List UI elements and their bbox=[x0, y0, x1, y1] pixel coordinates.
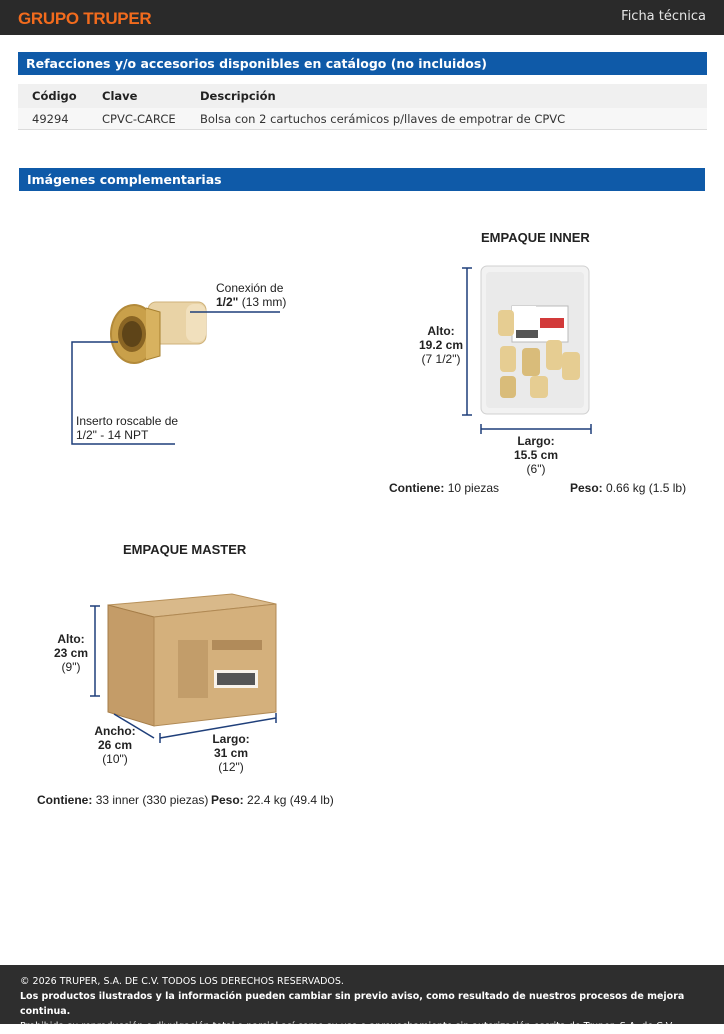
accessories-table-header: Código Clave Descripción bbox=[18, 84, 707, 108]
accessories-section-title: Refacciones y/o accesorios disponibles e… bbox=[18, 52, 707, 75]
inner-length-label: Largo: 15.5 cm (6") bbox=[513, 434, 559, 476]
master-box-illustration bbox=[107, 593, 277, 727]
disclaimer-text: Los productos ilustrados y la informació… bbox=[20, 991, 685, 1017]
images-section-title: Imágenes complementarias bbox=[19, 168, 705, 191]
page-footer: © 2026 TRUPER, S.A. DE C.V. TODOS LOS DE… bbox=[0, 965, 724, 1032]
column-header-clave: Clave bbox=[102, 89, 138, 103]
master-width-label: Ancho: 26 cm (10") bbox=[94, 724, 136, 766]
inner-height-label: Alto: 19.2 cm (7 1/2") bbox=[418, 324, 464, 366]
top-bar: GRUPO TRUPER Ficha técnica bbox=[0, 0, 724, 35]
column-header-descripcion: Descripción bbox=[200, 89, 276, 103]
master-contents: Contiene: 33 inner (330 piezas) bbox=[37, 793, 209, 807]
inner-bag-illustration bbox=[480, 265, 590, 415]
master-length-label: Largo: 31 cm (12") bbox=[212, 732, 250, 774]
connection-label: Conexión de 1/2" (13 mm) bbox=[216, 281, 287, 309]
table-row: 49294 CPVC-CARCE Bolsa con 2 cartuchos c… bbox=[18, 108, 707, 130]
inner-weight: Peso: 0.66 kg (1.5 lb) bbox=[570, 481, 687, 495]
inner-title: EMPAQUE INNER bbox=[481, 230, 590, 245]
column-header-codigo: Código bbox=[32, 89, 77, 103]
copyright-text: © 2026 TRUPER, S.A. DE C.V. TODOS LOS DE… bbox=[20, 976, 344, 987]
cell-descripcion: Bolsa con 2 cartuchos cerámicos p/llaves… bbox=[200, 112, 566, 126]
reproduction-notice: Prohibida su reproducción o divulgación … bbox=[20, 1021, 675, 1032]
cell-codigo: 49294 bbox=[32, 112, 69, 126]
master-weight: Peso: 22.4 kg (49.4 lb) bbox=[211, 793, 334, 807]
inner-contents: Contiene: 10 piezas bbox=[389, 481, 500, 495]
master-height-label: Alto: 23 cm (9") bbox=[53, 632, 89, 674]
master-title: EMPAQUE MASTER bbox=[123, 542, 247, 557]
document-type: Ficha técnica bbox=[621, 9, 706, 24]
insert-label: Inserto roscable de 1/2" - 14 NPT bbox=[76, 414, 179, 442]
cell-clave: CPVC-CARCE bbox=[102, 112, 176, 126]
brand-logo: GRUPO TRUPER bbox=[18, 9, 152, 28]
